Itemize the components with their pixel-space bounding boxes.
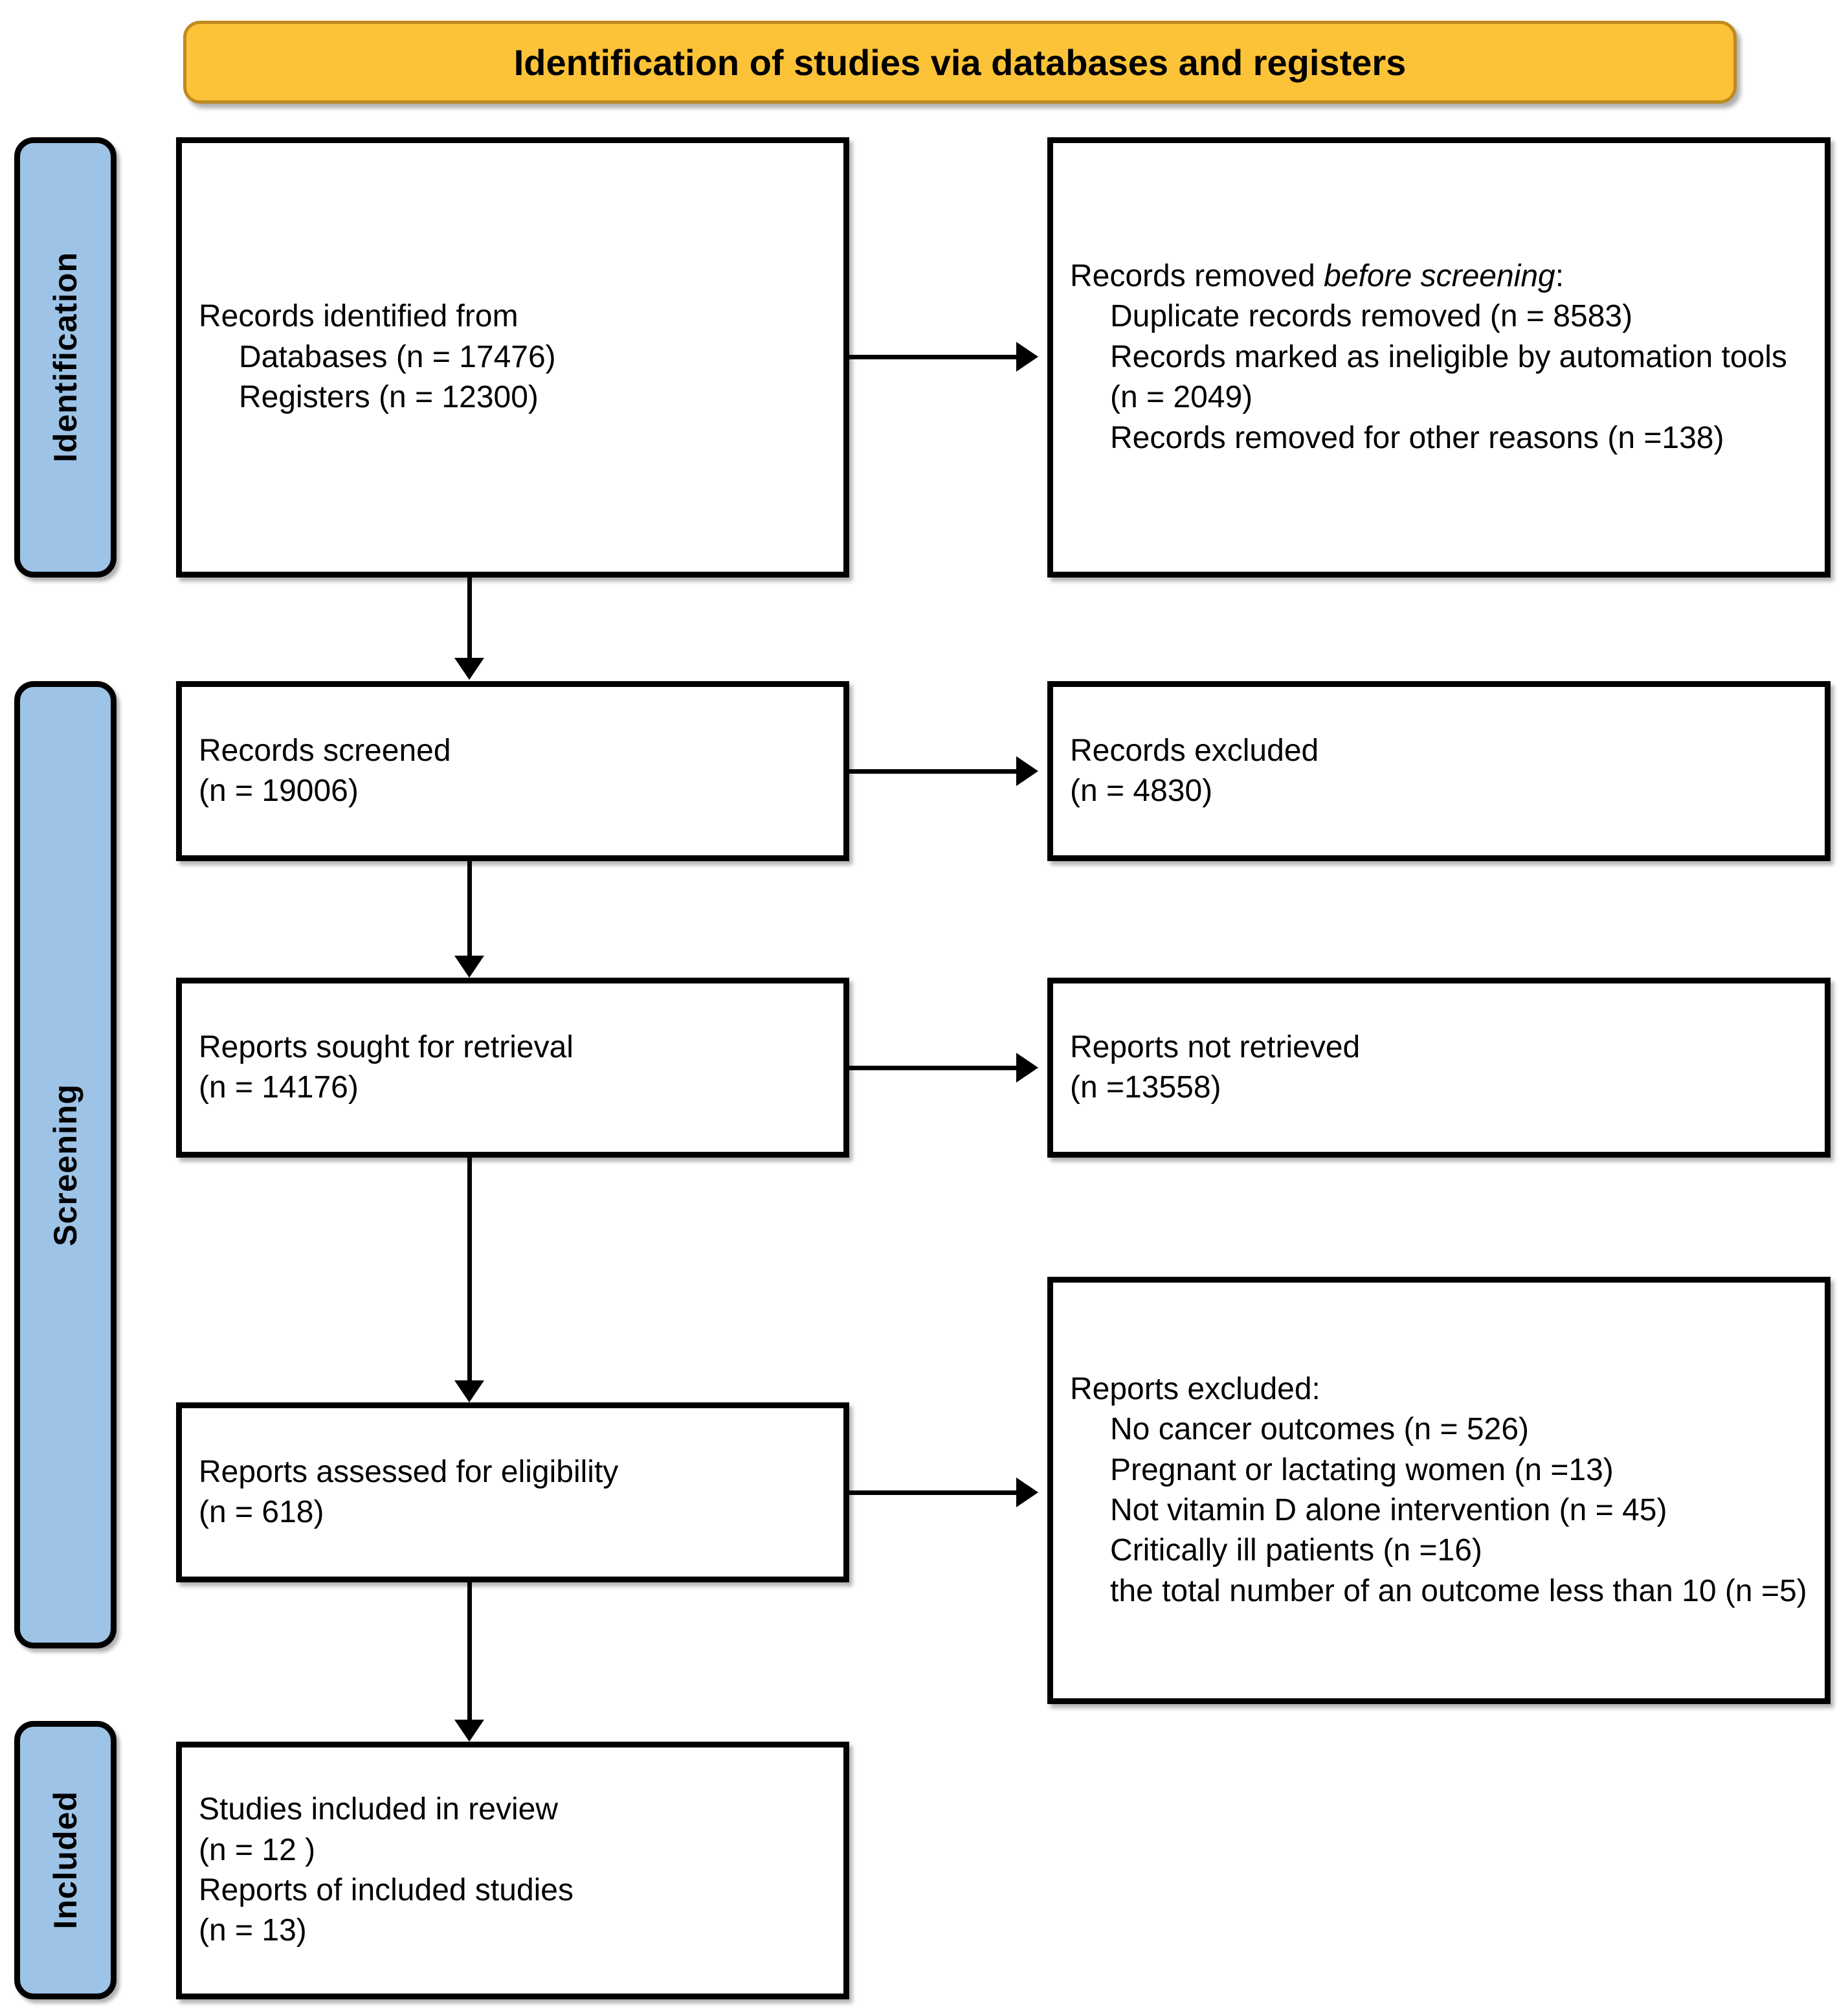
box-studies-included-in-review: Studies included in review (n = 12 ) Rep… <box>176 1742 849 1999</box>
records-identified-line-registers: Registers (n = 12300) <box>239 380 539 415</box>
connector-screened-to-excluded <box>849 769 1016 774</box>
records-identified-line-1: Records identified from <box>199 299 518 334</box>
stage-label-identification-text: Identification <box>47 252 83 463</box>
box-records-excluded: Records excluded (n = 4830) <box>1047 681 1831 861</box>
reports-of-included-studies-count: (n = 13) <box>199 1913 307 1948</box>
box-records-screened: Records screened (n = 19006) <box>176 681 849 861</box>
reports-excluded-reason: Pregnant or lactating women (n =13) <box>1110 1452 1614 1487</box>
reports-sought-count: (n = 14176) <box>199 1070 359 1105</box>
box-reports-sought-for-retrieval: Reports sought for retrieval (n = 14176) <box>176 978 849 1158</box>
reports-not-retrieved-label: Reports not retrieved <box>1070 1029 1361 1064</box>
records-screened-count: (n = 19006) <box>199 774 359 808</box>
records-excluded-count: (n = 4830) <box>1070 774 1213 808</box>
arrow-identified-to-removed <box>1016 342 1038 372</box>
records-removed-heading-prefix: Records removed <box>1070 259 1324 294</box>
box-records-identified: Records identified from Databases (n = 1… <box>176 137 849 578</box>
reports-excluded-reason: the total number of an outcome less than… <box>1110 1573 1807 1608</box>
records-excluded-label: Records excluded <box>1070 733 1319 768</box>
arrow-screened-to-excluded <box>1016 756 1038 786</box>
records-removed-heading: Records removed before screening: <box>1070 256 1808 297</box>
arrow-sought-to-not-retrieved <box>1016 1053 1038 1083</box>
reports-of-included-studies-label: Reports of included studies <box>199 1873 573 1907</box>
records-removed-duplicates: Duplicate records removed (n = 8583) <box>1110 299 1633 334</box>
box-records-removed-before-screening: Records removed before screening: Duplic… <box>1047 137 1831 578</box>
box-reports-excluded: Reports excluded: No cancer outcomes (n … <box>1047 1277 1831 1704</box>
header-banner: Identification of studies via databases … <box>183 21 1737 104</box>
studies-included-label: Studies included in review <box>199 1792 558 1827</box>
connector-assessed-to-reports-excluded <box>849 1490 1016 1495</box>
studies-included-count: (n = 12 ) <box>199 1832 316 1867</box>
arrow-sought-to-assessed <box>454 1380 484 1402</box>
arrow-screened-to-sought <box>454 956 484 978</box>
arrow-assessed-to-reports-excluded <box>1016 1477 1038 1507</box>
reports-assessed-label: Reports assessed for eligibility <box>199 1454 619 1489</box>
arrow-identified-to-screened <box>454 658 484 680</box>
reports-excluded-reason: No cancer outcomes (n = 526) <box>1110 1412 1529 1447</box>
reports-not-retrieved-count: (n =13558) <box>1070 1070 1221 1105</box>
stage-label-screening: Screening <box>14 681 117 1648</box>
reports-assessed-count: (n = 618) <box>199 1495 324 1529</box>
box-reports-assessed-for-eligibility: Reports assessed for eligibility (n = 61… <box>176 1402 849 1582</box>
reports-sought-label: Reports sought for retrieval <box>199 1029 573 1064</box>
stage-label-identification: Identification <box>14 137 117 578</box>
connector-identified-to-screened <box>467 578 472 658</box>
connector-sought-to-assessed <box>467 1158 472 1380</box>
records-identified-line-databases: Databases (n = 17476) <box>239 339 556 374</box>
records-screened-label: Records screened <box>199 733 451 768</box>
stage-label-included: Included <box>14 1721 117 1999</box>
arrow-assessed-to-included <box>454 1720 484 1742</box>
connector-identified-to-removed <box>849 355 1016 359</box>
connector-sought-to-not-retrieved <box>849 1066 1016 1070</box>
box-reports-not-retrieved: Reports not retrieved (n =13558) <box>1047 978 1831 1158</box>
records-removed-automation: Records marked as ineligible by automati… <box>1110 339 1796 415</box>
stage-label-screening-text: Screening <box>47 1083 83 1246</box>
records-removed-heading-suffix: : <box>1555 259 1564 294</box>
stage-label-included-text: Included <box>47 1791 83 1929</box>
connector-assessed-to-included <box>467 1582 472 1720</box>
reports-excluded-heading: Reports excluded: <box>1070 1371 1320 1406</box>
records-removed-heading-italic: before screening <box>1324 259 1555 294</box>
connector-screened-to-sought <box>467 861 472 956</box>
reports-excluded-reason: Not vitamin D alone intervention (n = 45… <box>1110 1493 1667 1527</box>
records-removed-other: Records removed for other reasons (n =13… <box>1110 420 1724 455</box>
reports-excluded-reason: Critically ill patients (n =16) <box>1110 1533 1482 1568</box>
header-title: Identification of studies via databases … <box>513 41 1407 83</box>
